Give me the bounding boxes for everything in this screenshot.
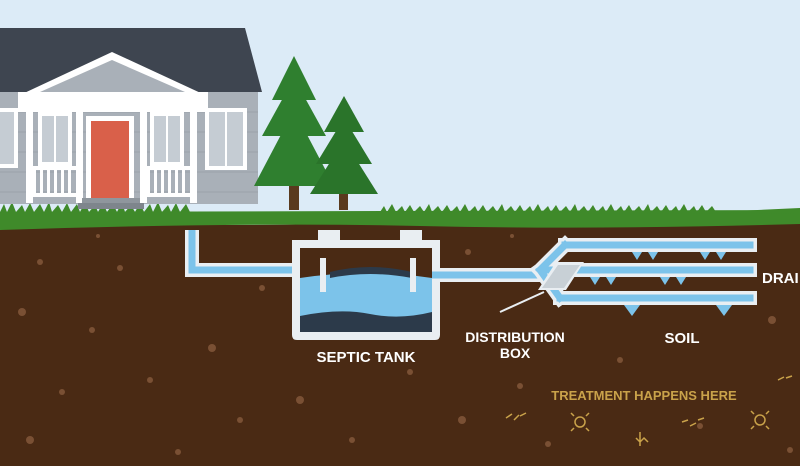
house (0, 28, 262, 209)
microbe-icon (505, 412, 527, 421)
inlet-pipe (185, 230, 300, 277)
house-door (91, 121, 129, 202)
septic-tank-label: SEPTIC TANK (317, 349, 416, 366)
porch-column (76, 108, 83, 203)
treatment-label: TREATMENT HAPPENS HERE (551, 388, 737, 403)
microbe-icon (570, 412, 590, 432)
drain-field (530, 235, 757, 316)
drainfield-label: DRAI (762, 270, 799, 287)
soil-label: SOIL (664, 330, 699, 347)
microbe-icon (750, 410, 770, 430)
porch-column (26, 108, 33, 203)
porch-column (140, 108, 147, 203)
distribution-box (499, 262, 584, 313)
grass (0, 210, 800, 230)
distribution-box-label-line1: DISTRIBUTION (465, 329, 565, 345)
microbe-icon (777, 375, 793, 381)
microbe-icon (635, 432, 649, 446)
septic-tank (292, 230, 440, 340)
porch-railing (26, 166, 197, 197)
grass-blades-right (380, 204, 800, 214)
pine-tree (254, 56, 334, 210)
house-window (0, 108, 18, 168)
house-window (150, 112, 184, 166)
soil-ground (0, 217, 800, 466)
leader-line (499, 291, 545, 313)
drain-perforations (590, 252, 732, 316)
outlet-baffle (410, 258, 416, 292)
soil-specks (18, 234, 793, 455)
porch-column (190, 108, 197, 203)
house-window (205, 108, 247, 170)
scum-layer (330, 267, 412, 278)
house-window (38, 112, 72, 166)
inlet-baffle (320, 258, 326, 292)
microbe-icon (681, 417, 705, 427)
distribution-box-label-line2: BOX (500, 345, 531, 361)
sludge-layer (300, 311, 432, 332)
pine-tree (310, 96, 378, 210)
